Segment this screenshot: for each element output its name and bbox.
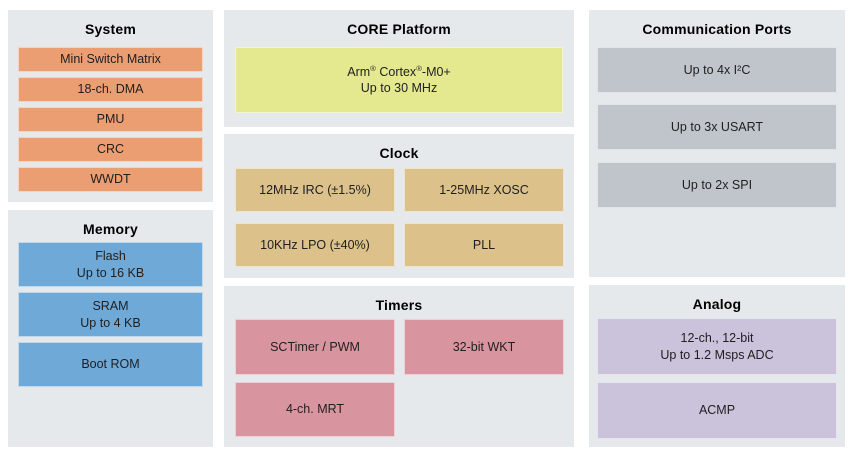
block-i2c: Up to 4x I²C — [597, 47, 837, 93]
panel-core-platform: CORE Platform Arm® Cortex®-M0+ Up to 30 … — [224, 10, 574, 127]
block-label: 1-25MHz XOSC — [439, 182, 529, 197]
block-label: 12MHz IRC (±1.5%) — [259, 182, 371, 197]
block-label: Flash — [95, 249, 126, 264]
block-dma: 18-ch. DMA — [18, 77, 203, 102]
block-label: CRC — [96, 142, 125, 157]
block-cortex-m0plus: Arm® Cortex®-M0+ Up to 30 MHz — [235, 47, 563, 113]
block-label: PLL — [472, 237, 496, 252]
block-sram: SRAM Up to 4 KB — [18, 292, 203, 337]
block-label: PMU — [96, 112, 125, 127]
block-usart: Up to 3x USART — [597, 104, 837, 150]
block-label: 10KHz LPO (±40%) — [260, 237, 370, 252]
panel-clock: Clock 12MHz IRC (±1.5%) 1-25MHz XOSC 10K… — [224, 134, 574, 278]
panel-communication-ports: Communication Ports Up to 4x I²C Up to 3… — [589, 10, 845, 277]
panel-timers-header: Timers — [375, 297, 423, 313]
block-adc: 12-ch., 12-bit Up to 1.2 Msps ADC — [597, 318, 837, 375]
block-label: Boot ROM — [81, 357, 140, 372]
block-irc: 12MHz IRC (±1.5%) — [235, 168, 395, 212]
panel-clock-header: Clock — [379, 145, 419, 161]
block-wwdt: WWDT — [18, 167, 203, 192]
panel-timers: Timers SCTimer / PWM 32-bit WKT 4-ch. MR… — [224, 286, 574, 447]
block-xosc: 1-25MHz XOSC — [404, 168, 564, 212]
block-boot-rom: Boot ROM — [18, 342, 203, 387]
block-acmp: ACMP — [597, 382, 837, 439]
panel-system-header: System — [84, 21, 136, 37]
block-lpo: 10KHz LPO (±40%) — [235, 223, 395, 267]
panel-analog: Analog 12-ch., 12-bit Up to 1.2 Msps ADC… — [589, 285, 845, 447]
block-spi: Up to 2x SPI — [597, 162, 837, 208]
block-mini-switch-matrix: Mini Switch Matrix — [18, 47, 203, 72]
block-mrt: 4-ch. MRT — [235, 382, 395, 437]
block-label: 4-ch. MRT — [285, 402, 345, 417]
panel-memory: Memory Flash Up to 16 KB SRAM Up to 4 KB… — [8, 210, 213, 447]
block-pmu: PMU — [18, 107, 203, 132]
block-label: Arm® Cortex®-M0+ — [347, 63, 451, 79]
block-label: Up to 4x I²C — [683, 62, 751, 77]
block-label: 12-ch., 12-bit — [680, 331, 754, 346]
panel-memory-header: Memory — [83, 221, 138, 237]
panel-analog-header: Analog — [692, 296, 742, 312]
block-sublabel: Up to 30 MHz — [360, 81, 438, 95]
block-flash: Flash Up to 16 KB — [18, 242, 203, 287]
block-sublabel: Up to 4 KB — [80, 315, 141, 330]
panel-system: System Mini Switch Matrix 18-ch. DMA PMU… — [8, 10, 213, 202]
block-label: Up to 3x USART — [670, 119, 764, 134]
block-label: ACMP — [698, 403, 736, 418]
block-label: Up to 2x SPI — [681, 177, 753, 192]
block-sublabel: Up to 1.2 Msps ADC — [660, 347, 774, 362]
block-pll: PLL — [404, 223, 564, 267]
block-crc: CRC — [18, 137, 203, 162]
block-label: SCTimer / PWM — [270, 339, 360, 354]
block-sublabel: Up to 16 KB — [76, 265, 145, 280]
block-sctimer-pwm: SCTimer / PWM — [235, 319, 395, 375]
block-wkt: 32-bit WKT — [404, 319, 564, 375]
block-label: 18-ch. DMA — [77, 82, 144, 97]
block-label: WWDT — [90, 172, 131, 187]
block-label: 32-bit WKT — [452, 339, 516, 354]
panel-communication-ports-header: Communication Ports — [642, 21, 792, 37]
block-label: Mini Switch Matrix — [60, 52, 161, 67]
panel-core-platform-header: CORE Platform — [347, 21, 451, 37]
block-label: SRAM — [92, 299, 129, 314]
